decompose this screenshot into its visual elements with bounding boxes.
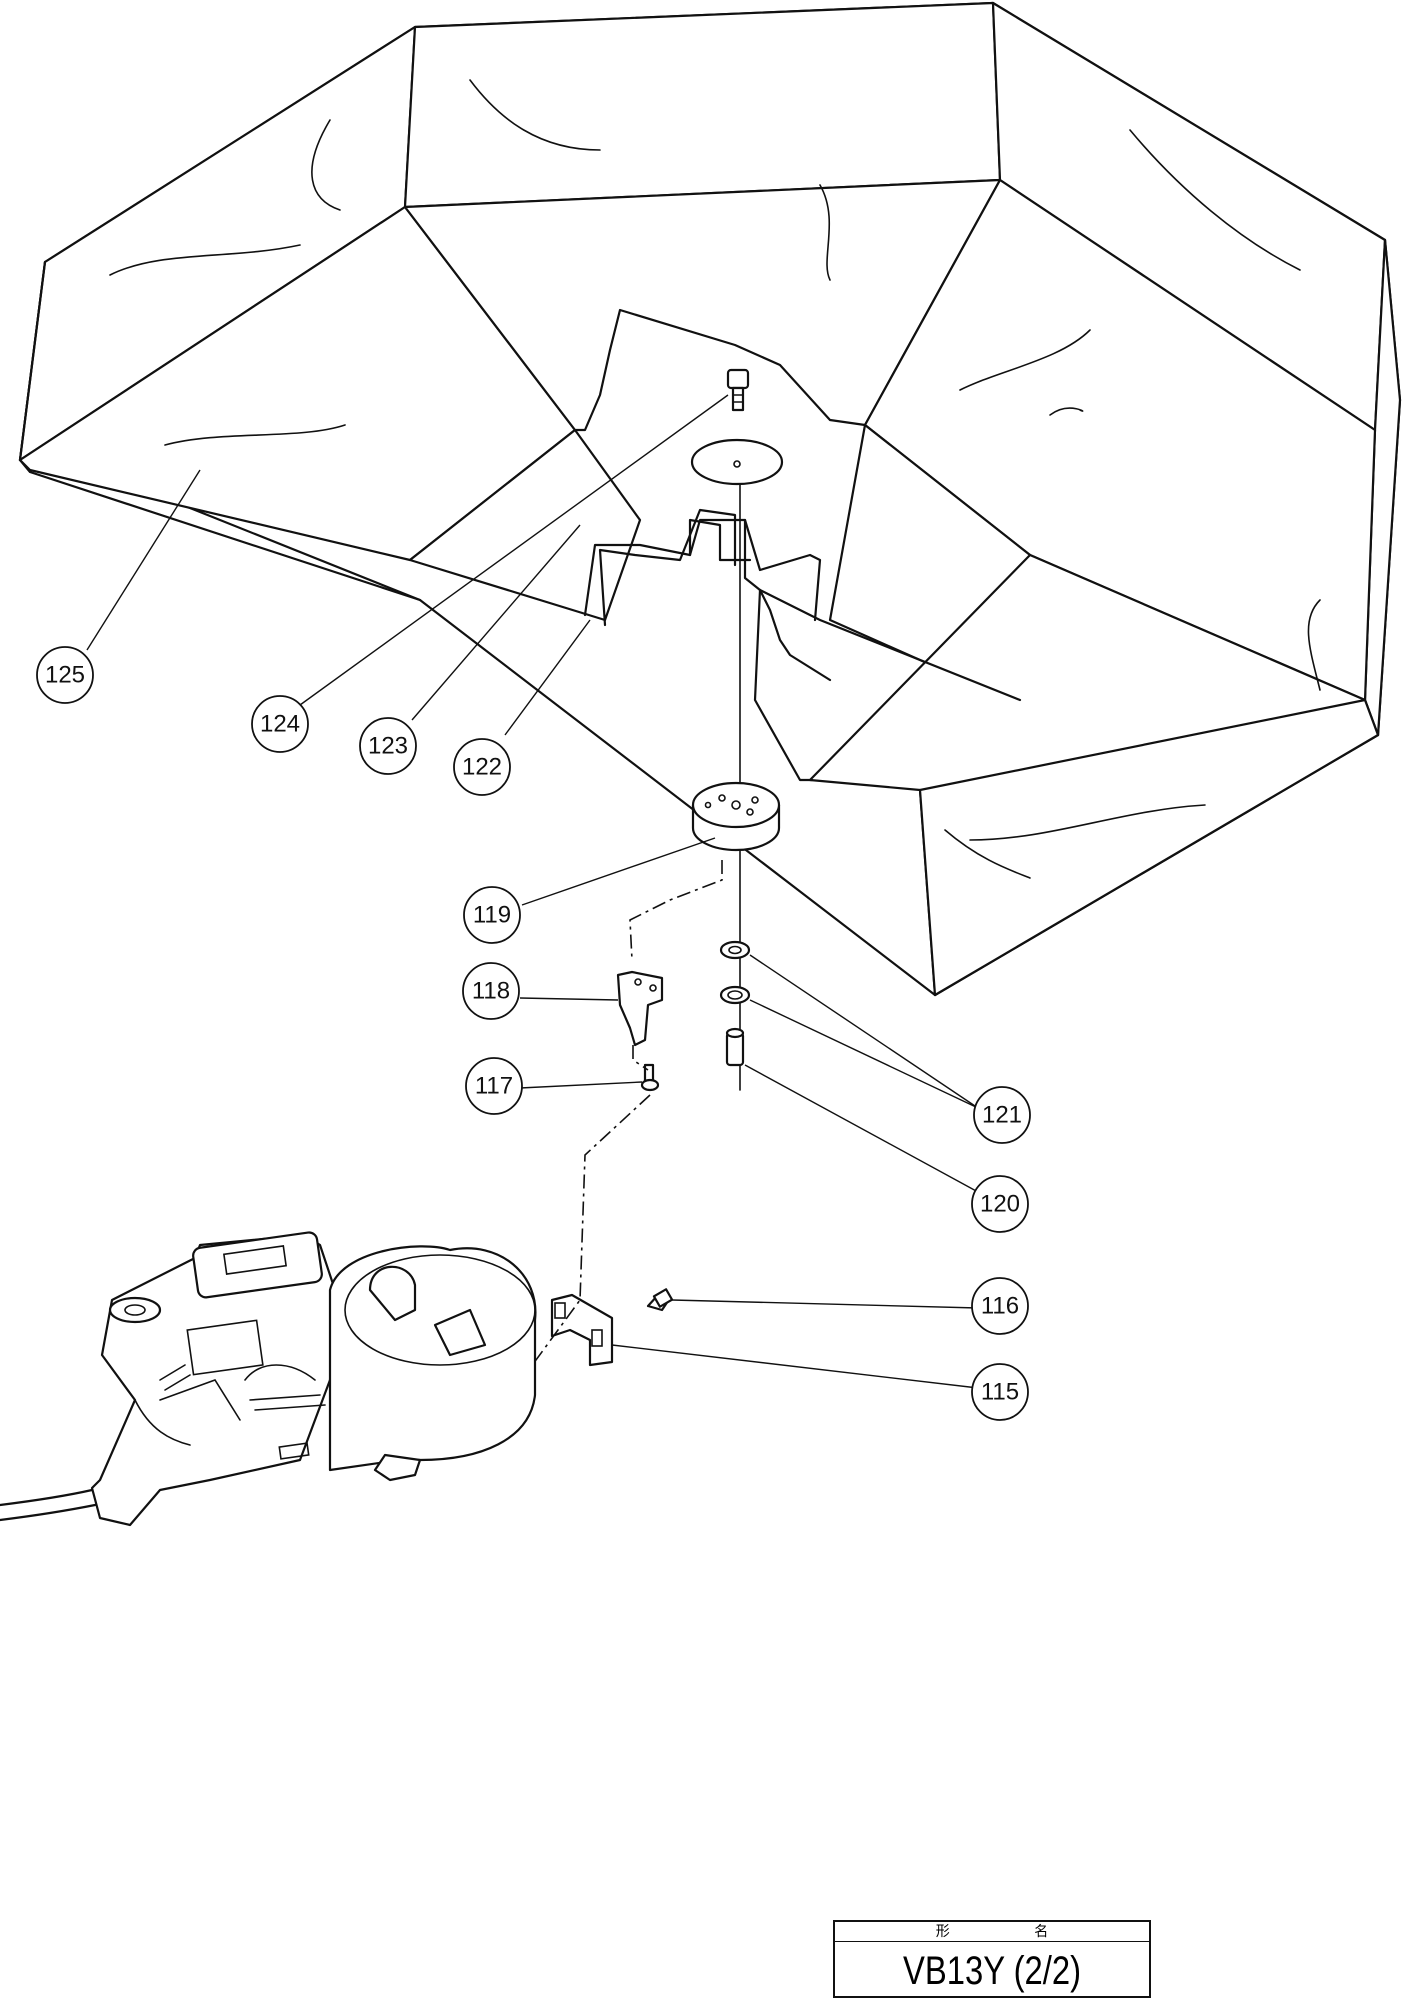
assembly-line-a <box>629 860 723 961</box>
callout-118: 118 <box>462 962 520 1020</box>
callout-116: 116 <box>971 1277 1029 1335</box>
assembly-line-c <box>524 1094 651 1376</box>
bracket-part-118 <box>616 970 664 1047</box>
leader-lines <box>86 394 979 1389</box>
callout-119: 119 <box>463 886 521 944</box>
screw-part-117 <box>640 1063 660 1092</box>
disc-part-123 <box>690 438 784 486</box>
callout-121: 121 <box>973 1086 1031 1144</box>
callout-115: 115 <box>971 1363 1029 1421</box>
svg-text:117: 117 <box>475 1073 513 1100</box>
callout-123: 123 <box>359 717 417 775</box>
callout-122: 122 <box>453 738 511 796</box>
model-name-box: 形 名 VB13Y (2/2) <box>833 1920 1151 1998</box>
svg-text:123: 123 <box>368 733 408 760</box>
svg-text:121: 121 <box>982 1102 1022 1129</box>
svg-text:115: 115 <box>981 1379 1019 1406</box>
bracket-part-115 <box>550 1293 614 1367</box>
callout-117: 117 <box>465 1057 523 1115</box>
svg-text:125: 125 <box>45 662 85 689</box>
callout-120: 120 <box>971 1175 1029 1233</box>
washers-part-121 <box>719 940 751 1005</box>
svg-text:120: 120 <box>980 1191 1020 1218</box>
rotor-plate-part-119 <box>691 781 781 852</box>
callout-125: 125 <box>36 646 94 704</box>
svg-text:116: 116 <box>981 1293 1019 1320</box>
power-tool-body <box>0 1231 537 1527</box>
spacer-part-120 <box>725 1027 745 1067</box>
svg-text:122: 122 <box>462 754 502 781</box>
assembly-line-b <box>632 1045 649 1071</box>
screw-part-124 <box>726 368 750 412</box>
svg-text:118: 118 <box>472 978 510 1005</box>
wire-frame-part-122 <box>583 508 1022 782</box>
dust-cover-part-125 <box>18 1 1402 997</box>
model-name-header: 形 名 <box>835 1922 1149 1942</box>
screw-part-116 <box>646 1288 674 1312</box>
model-name-value: VB13Y (2/2) <box>902 1949 1082 1993</box>
callout-124: 124 <box>251 695 309 753</box>
svg-text:119: 119 <box>473 902 511 929</box>
svg-text:124: 124 <box>260 711 300 738</box>
